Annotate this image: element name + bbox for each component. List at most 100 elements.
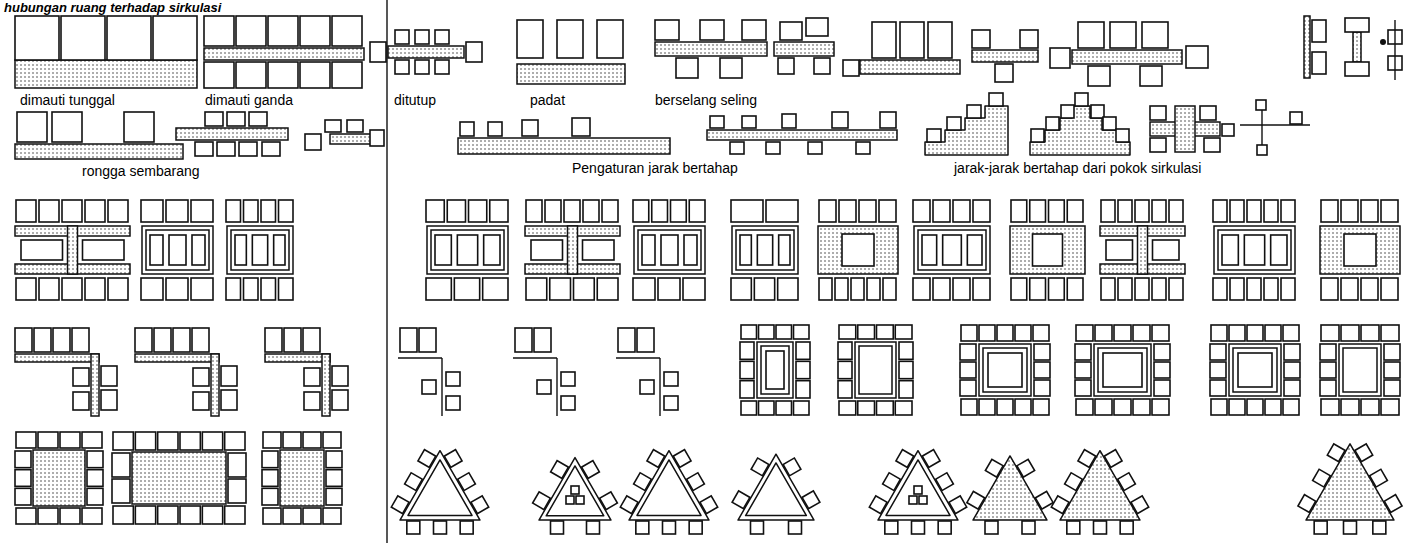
room-square [332,62,362,88]
circulation-band [1304,16,1310,78]
room-square [173,328,190,352]
room-square [435,30,449,44]
room-square [776,325,792,339]
room-square [1153,240,1180,260]
room-square [1011,200,1027,222]
room-square [642,235,655,265]
room-square [304,392,320,410]
corridor-outline [142,226,213,274]
room-square [39,278,59,300]
room-square [325,120,341,132]
circulation-band [211,354,219,416]
circulation-line [659,358,660,416]
room-square [1103,117,1116,130]
entry-dot [1380,39,1386,45]
circulation-shape [1060,451,1140,520]
room-square [796,342,810,359]
room-square [1313,469,1331,487]
room-square [1381,325,1399,341]
circulation-band [15,144,183,159]
room-square [1281,200,1295,222]
room-square [1186,46,1208,68]
room-square [671,200,687,222]
room-square [1150,106,1166,120]
room-square [913,200,930,222]
room-square [204,62,234,88]
circulation-band [68,226,78,274]
room-square [191,278,213,300]
room-square [537,380,551,394]
room-square [1020,30,1038,48]
room-square [895,401,912,415]
room-square [973,278,990,300]
circulation-line [616,357,660,358]
room-square [82,508,102,524]
room-square [780,22,802,40]
room-square [806,18,828,36]
room-square [332,366,348,386]
room-square [1033,399,1049,415]
room-square [457,235,477,265]
room-square [265,328,282,352]
room-square [1344,521,1357,534]
room-square [1283,399,1299,415]
circulation-band [860,60,960,74]
room-square [1110,22,1136,48]
circulation-line [556,358,557,416]
room-square [154,328,171,352]
room-square [636,521,649,534]
room-square [236,62,266,88]
room-square [689,200,705,222]
room-square [561,372,575,386]
room-square [268,16,298,46]
room-square [1256,100,1266,110]
room-square [914,486,922,494]
room-square [1320,362,1336,378]
room-square [166,278,188,300]
room-square [1067,521,1080,534]
room-square [1345,62,1369,76]
room-square [1283,325,1299,341]
circulation-band [204,48,364,60]
room-square [741,325,757,339]
room-square [193,368,209,386]
room-square [415,60,429,74]
room-square [415,30,429,44]
room-square [819,278,832,300]
room-square [1298,495,1316,513]
room-square [193,392,209,410]
room-square [602,200,618,222]
room-square [53,328,70,352]
room-square [740,381,754,398]
room-square [731,278,751,300]
room-square [838,361,852,378]
room-square [550,278,571,300]
room-square [1075,344,1091,360]
room-square [262,488,278,505]
room-square [676,58,698,78]
room-square [1118,473,1136,491]
room-square [858,401,875,415]
corridor-outline [914,226,990,274]
circulation-band [707,130,897,140]
room-square [566,496,574,504]
room-square [1281,278,1295,300]
room-square [741,401,757,415]
room-square [192,235,205,265]
circulation-band [176,128,288,140]
room-square [1384,344,1400,360]
room-square [16,278,36,300]
room-square [912,521,925,534]
room-square [1344,234,1376,266]
room-square [180,506,200,524]
room-square [274,235,285,265]
room-square [574,278,595,300]
room-square [1101,200,1115,222]
corridor-outline [761,346,789,394]
circulation-band [33,450,85,506]
room-square [1076,325,1093,341]
room-square [720,58,742,78]
room-square [16,432,36,448]
room-square [620,496,638,514]
room-square [370,130,384,146]
